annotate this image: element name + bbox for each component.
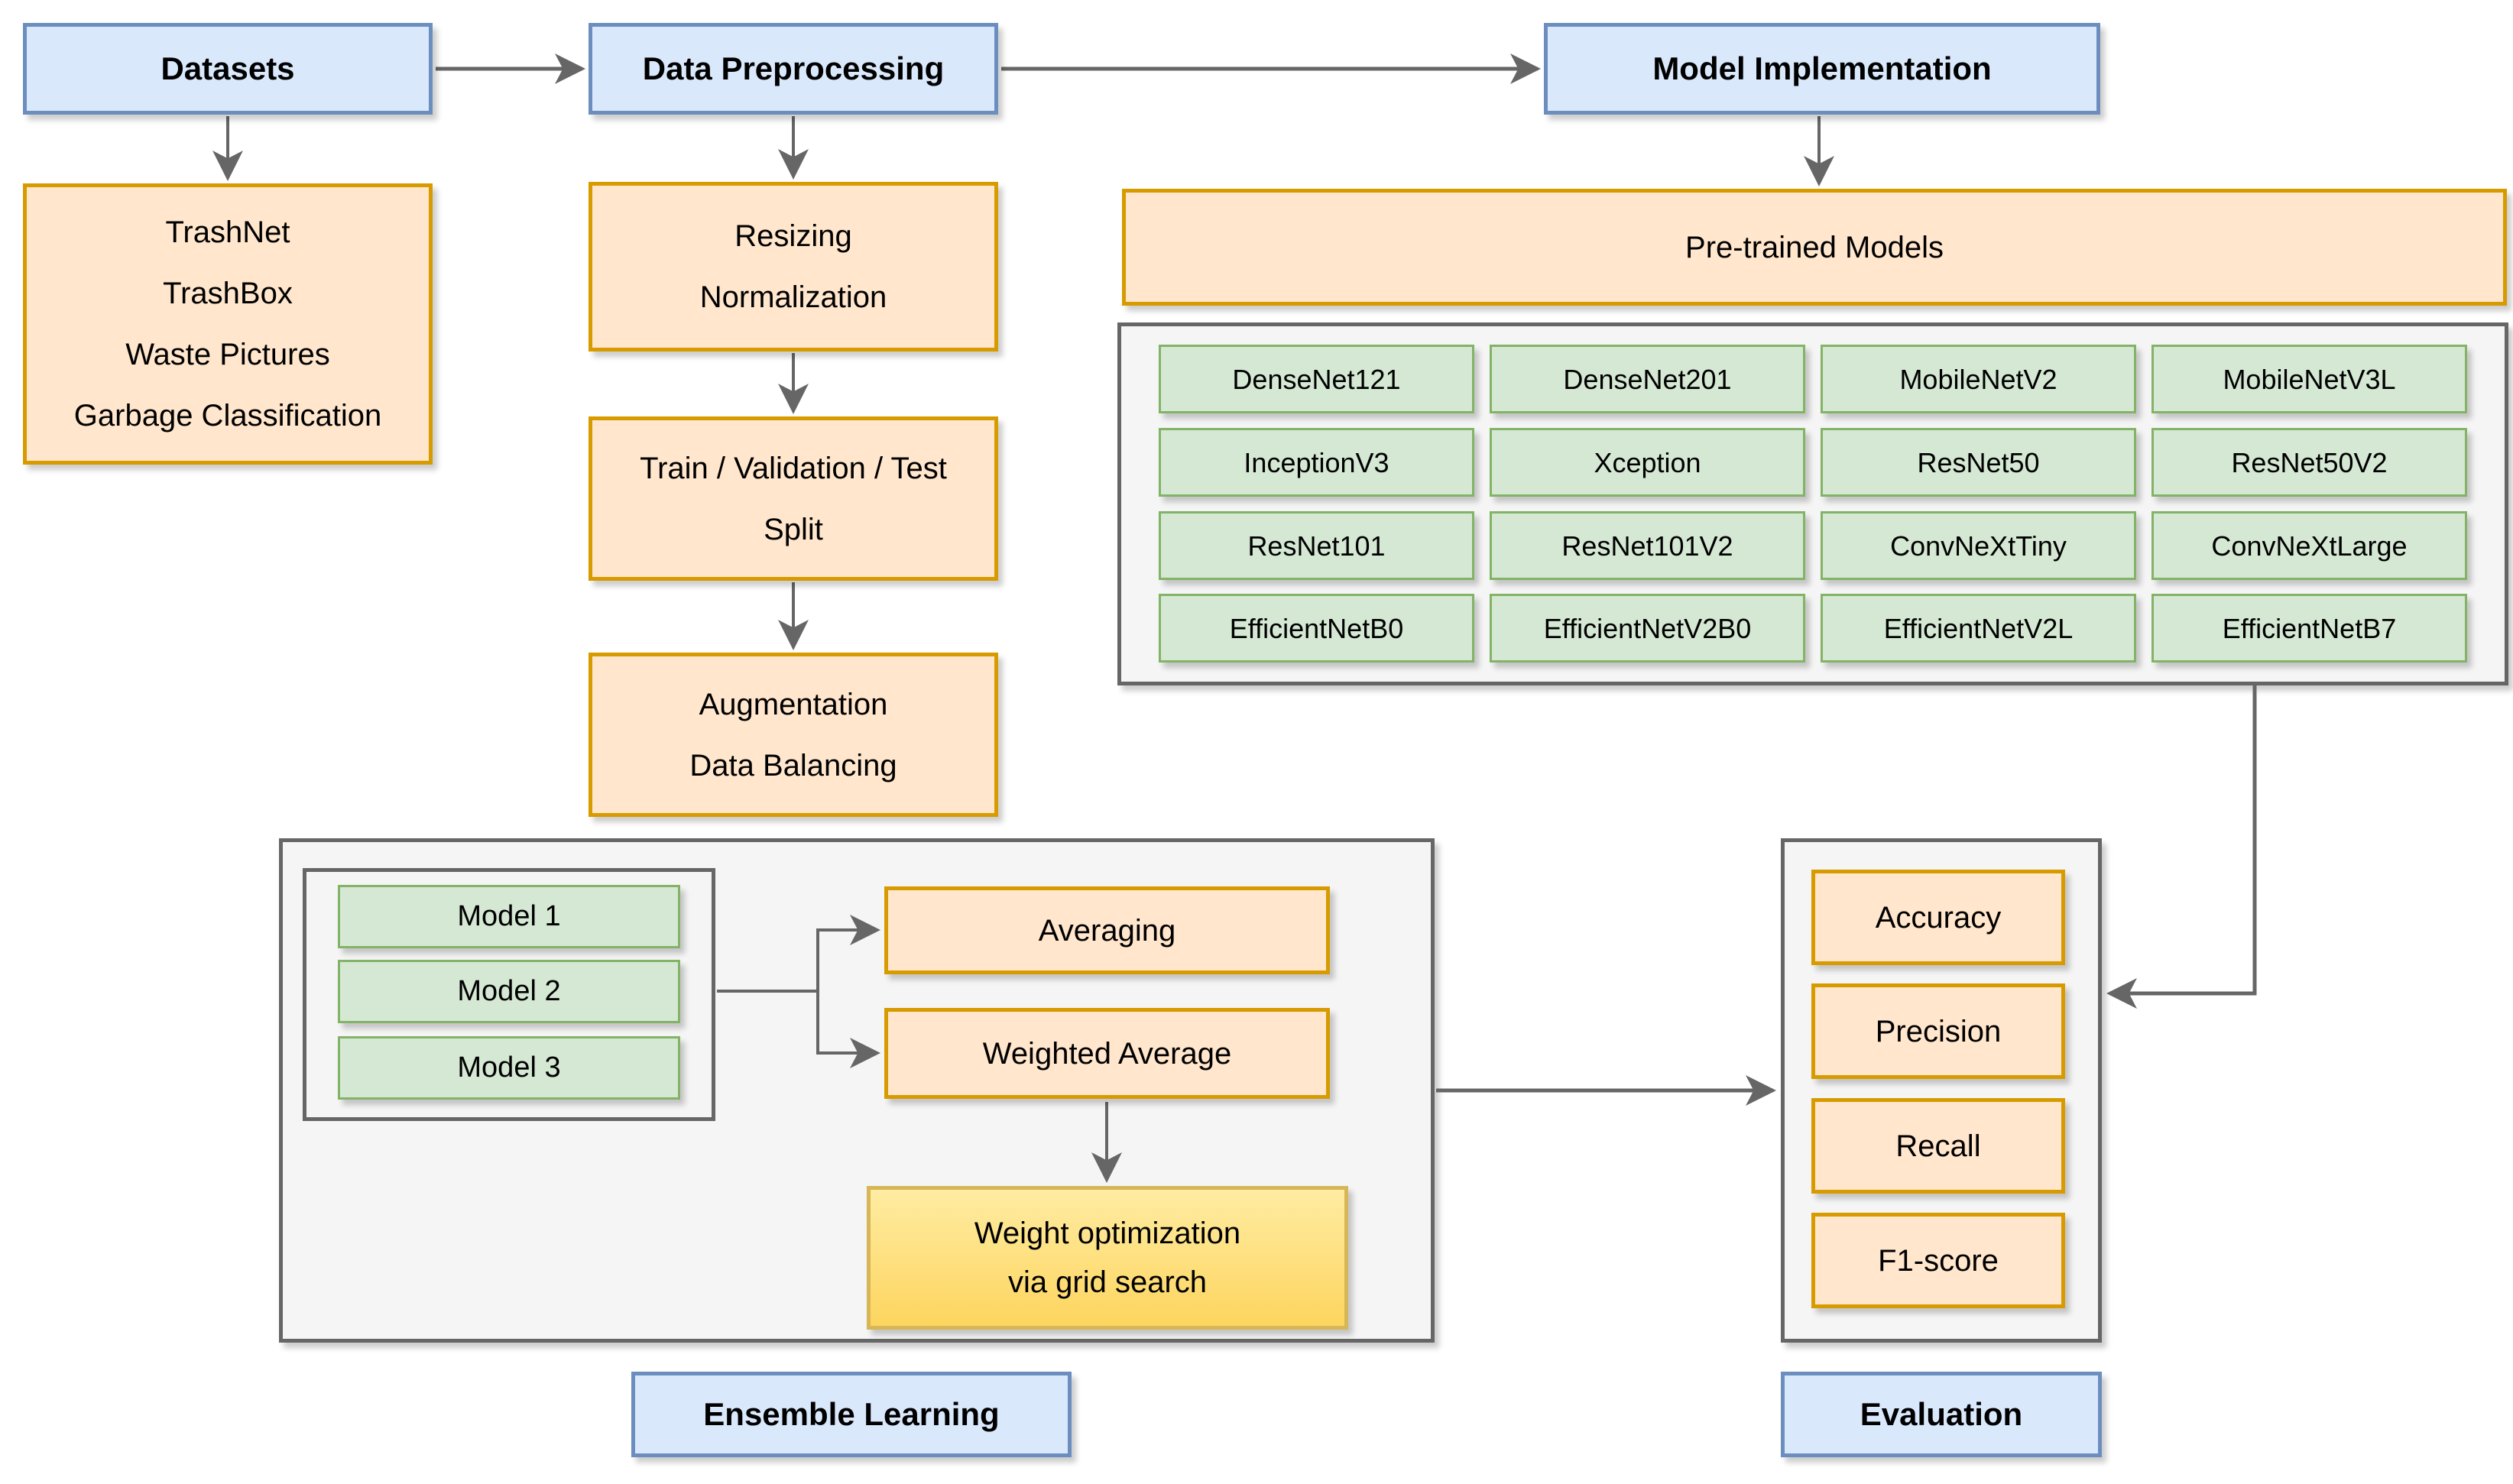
weight-opt-line: via grid search (1007, 1265, 1208, 1299)
step-line: Augmentation (699, 687, 888, 721)
model-cell: DenseNet121 (1159, 345, 1474, 413)
metric-accuracy: Accuracy (1811, 870, 2065, 965)
model-cell: ResNet50V2 (2151, 428, 2467, 497)
model-cell: InceptionV3 (1159, 428, 1474, 497)
step-line: Resizing (734, 219, 852, 253)
augmentation-box: Augmentation Data Balancing (589, 653, 998, 817)
model-cell: ConvNeXtLarge (2151, 511, 2467, 580)
model-cell: EfficientNetV2L (1821, 594, 2136, 663)
averaging-box: Averaging (884, 886, 1330, 974)
model-cell: MobileNetV2 (1821, 345, 2136, 413)
weighted-average-box: Weighted Average (884, 1008, 1330, 1099)
step-line: Data Balancing (689, 748, 897, 783)
evaluation-label: Evaluation (1781, 1372, 2102, 1457)
dataset-item: Waste Pictures (125, 338, 330, 371)
datasets-list-box: TrashNet TrashBox Waste Pictures Garbage… (23, 183, 433, 465)
ensemble-model-3: Model 3 (338, 1036, 680, 1100)
step-line: Split (764, 512, 823, 546)
model-cell: Xception (1490, 428, 1805, 497)
datasets-header: Datasets (23, 23, 433, 115)
weight-optimization-box: Weight optimization via grid search (867, 1186, 1348, 1330)
model-cell: ConvNeXtTiny (1821, 511, 2136, 580)
metric-recall: Recall (1811, 1098, 2065, 1194)
dataset-item: Garbage Classification (73, 399, 382, 433)
step-line: Normalization (699, 280, 887, 314)
preprocessing-header: Data Preprocessing (589, 23, 998, 115)
ensemble-model-2: Model 2 (338, 960, 680, 1023)
model-cell: ResNet101 (1159, 511, 1474, 580)
ensemble-model-1: Model 1 (338, 885, 680, 948)
weight-opt-line: Weight optimization (974, 1217, 1241, 1250)
model-cell: ResNet50 (1821, 428, 2136, 497)
resize-normalize-box: Resizing Normalization (589, 182, 998, 352)
model-cell: MobileNetV3L (2151, 345, 2467, 413)
model-cell: EfficientNetB0 (1159, 594, 1474, 663)
model-cell: ResNet101V2 (1490, 511, 1805, 580)
metric-f1-score: F1-score (1811, 1213, 2065, 1308)
metric-precision: Precision (1811, 983, 2065, 1079)
pretrained-models-bar: Pre-trained Models (1122, 189, 2507, 306)
model-cell: EfficientNetV2B0 (1490, 594, 1805, 663)
ensemble-learning-label: Ensemble Learning (631, 1372, 1072, 1457)
dataset-item: TrashBox (163, 277, 293, 310)
model-cell: EfficientNetB7 (2151, 594, 2467, 663)
model-cell: DenseNet201 (1490, 345, 1805, 413)
dataset-item: TrashNet (165, 215, 290, 249)
step-line: Train / Validation / Test (640, 451, 947, 485)
split-box: Train / Validation / Test Split (589, 416, 998, 581)
model-implementation-header: Model Implementation (1544, 23, 2100, 115)
